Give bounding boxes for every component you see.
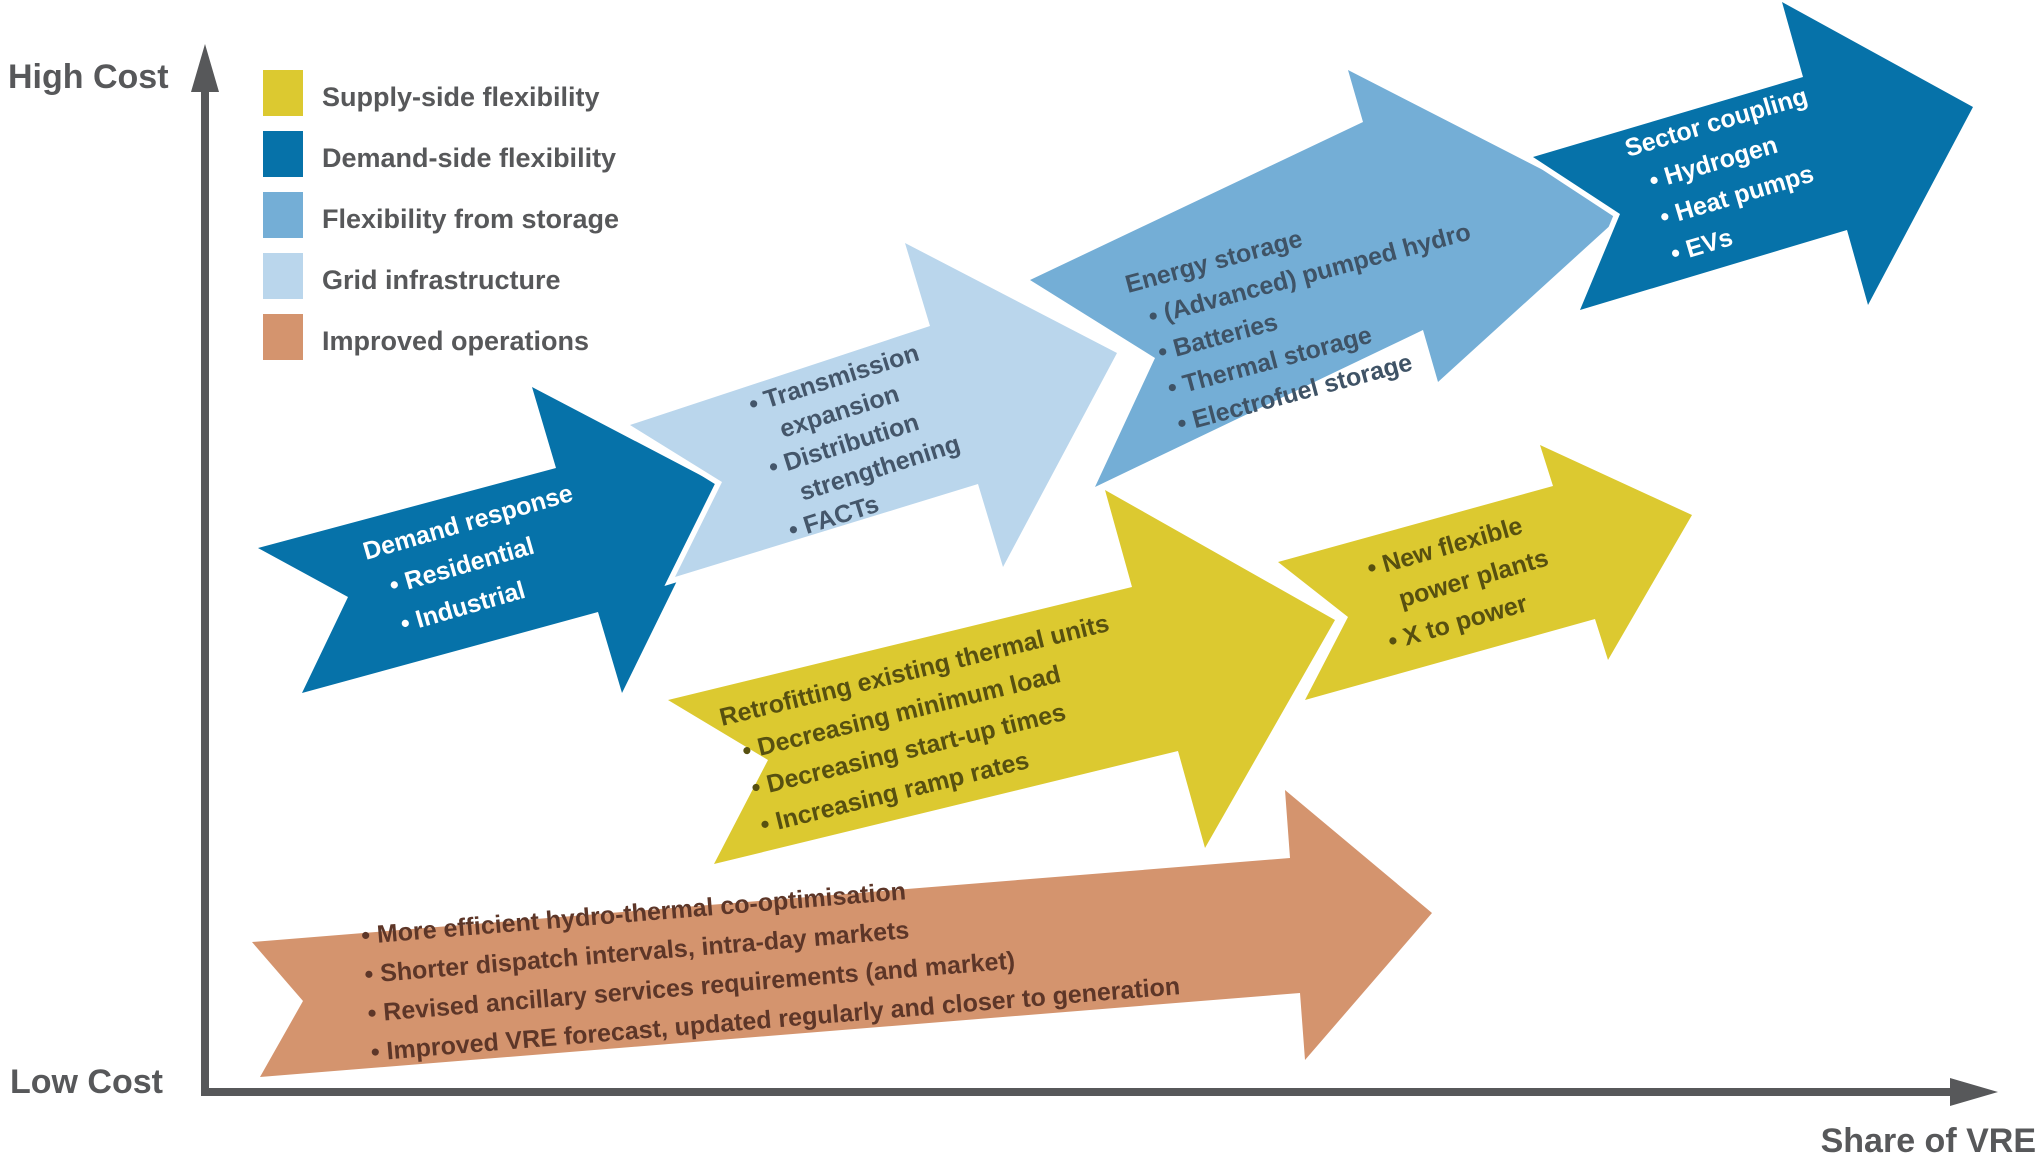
legend-swatch-flexibility-from-storage <box>263 192 303 238</box>
legend-swatch-demand-side-flexibility <box>263 131 303 177</box>
x-axis-share-of-vre-label: Share of VRE <box>1821 1122 2036 1160</box>
arrow-retrofitting-thermal-units-shape <box>653 478 1343 873</box>
legend-swatch-grid-infrastructure <box>263 253 303 299</box>
legend-label-flexibility-from-storage: Flexibility from storage <box>322 204 619 234</box>
arrow-improved-operations-shape <box>240 777 1440 1084</box>
legend-label-grid-infrastructure: Grid infrastructure <box>322 265 561 295</box>
y-axis-arrowhead-icon <box>191 44 219 92</box>
arrow-demand-response: Demand response• Residential• Industrial <box>243 376 731 709</box>
y-axis-low-cost-label: Low Cost <box>10 1063 163 1101</box>
legend-label-supply-side-flexibility: Supply-side flexibility <box>322 82 600 112</box>
arrow-sector-coupling-shape <box>1520 0 1981 320</box>
legend-swatch-supply-side-flexibility <box>263 70 303 116</box>
arrow-energy-storage: Energy storage• (Advanced) pumped hydro•… <box>1018 59 1635 499</box>
arrow-grid-infrastructure-shape <box>617 232 1125 587</box>
arrow-sector-coupling: Sector coupling• Hydrogen• Heat pumps• E… <box>1520 0 1981 320</box>
arrow-new-flexible-power-plants-shape <box>1266 434 1700 709</box>
legend-label-improved-operations: Improved operations <box>322 326 589 356</box>
legend-swatch-improved-operations <box>263 314 303 360</box>
legend-label-demand-side-flexibility: Demand-side flexibility <box>322 143 616 173</box>
y-axis-high-cost-label: High Cost <box>8 58 169 96</box>
arrow-energy-storage-shape <box>1018 59 1635 499</box>
x-axis-arrowhead-icon <box>1950 1078 1998 1106</box>
arrow-demand-response-shape <box>243 376 731 709</box>
